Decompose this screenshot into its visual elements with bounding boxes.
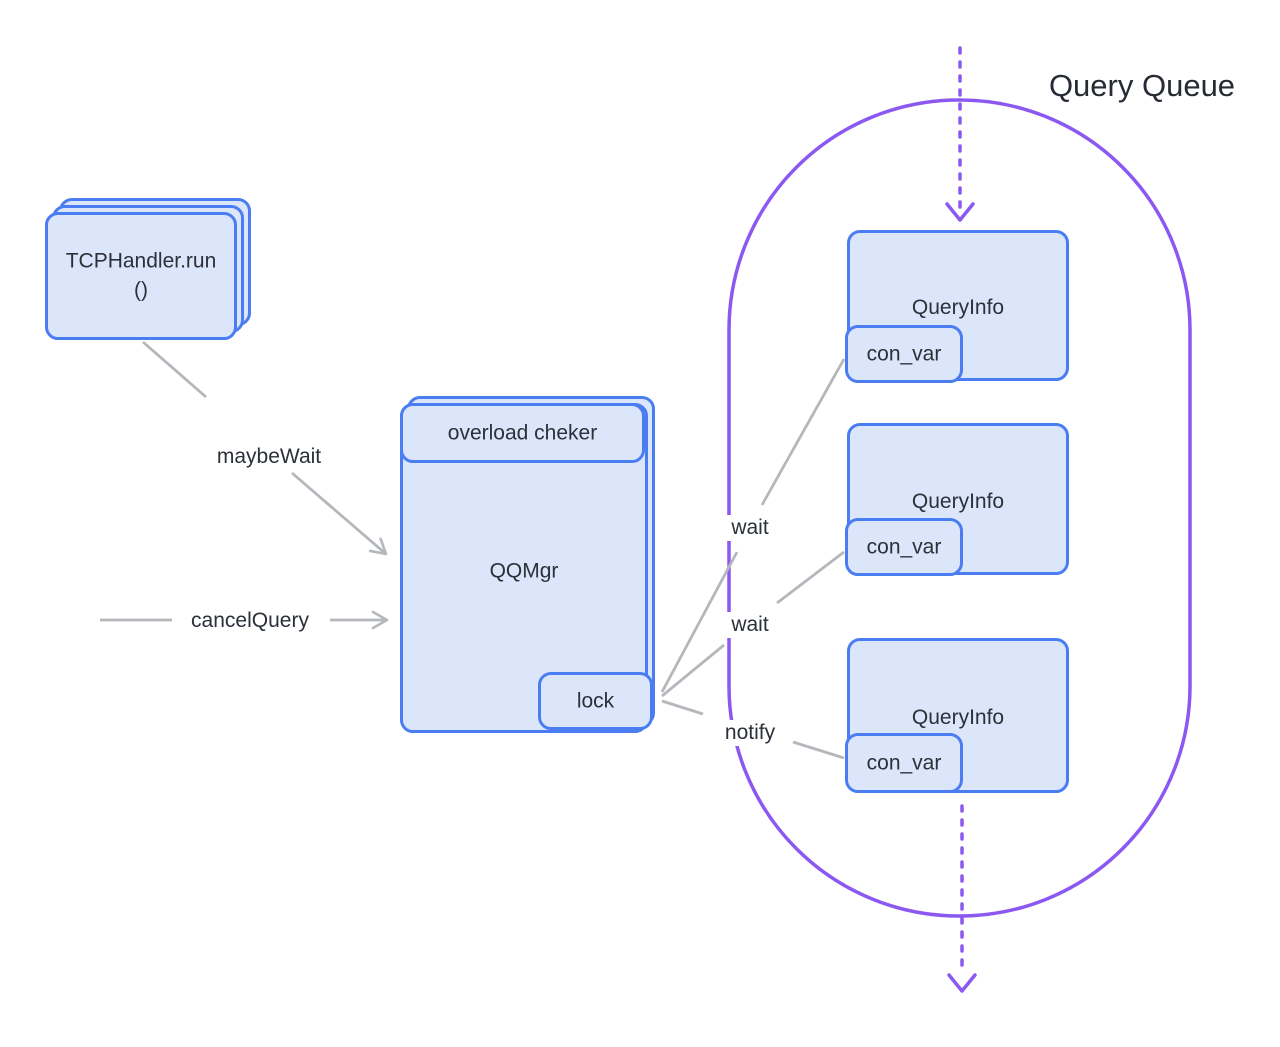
convar-label-3: con_var	[866, 751, 942, 775]
maybewait-edge-label: maybeWait	[211, 444, 327, 470]
lock-label: lock	[576, 689, 615, 713]
wait-top-edge-segment2	[760, 358, 846, 506]
wait-mid-edge-label: wait	[726, 612, 774, 638]
cancelquery-edge-label: cancelQuery	[186, 608, 314, 634]
queryinfo-label-1: QueryInfo	[911, 296, 1005, 320]
wait-mid-edge-segment1	[661, 643, 725, 698]
convar-node-1: con_var	[845, 325, 963, 383]
notify-edge-segment2	[792, 740, 845, 760]
wait-top-edge-segment1	[660, 551, 739, 693]
tcphandler-label-line2: ()	[134, 279, 148, 302]
notify-edge-label: notify	[719, 720, 781, 746]
queryinfo-label-2: QueryInfo	[911, 489, 1005, 513]
maybewait-edge-arrow	[291, 471, 388, 556]
convar-node-2: con_var	[845, 518, 963, 576]
queue-entry-arrowhead-icon	[945, 202, 975, 222]
convar-label-1: con_var	[866, 342, 942, 366]
tcphandler-node: TCPHandler.run ()	[45, 212, 237, 340]
tcphandler-label-line1: TCPHandler.run	[65, 249, 217, 273]
query-queue-outline	[727, 98, 1192, 918]
maybewait-edge-segment	[142, 340, 207, 399]
query-queue-title: Query Queue	[1048, 68, 1236, 103]
queryinfo-label-3: QueryInfo	[911, 706, 1005, 730]
notify-edge-segment1	[661, 699, 704, 716]
wait-top-edge-label: wait	[726, 515, 774, 541]
convar-node-3: con_var	[845, 733, 963, 793]
queue-exit-arrowhead-icon	[947, 973, 977, 993]
overload-checker-node: overload cheker	[400, 403, 645, 463]
overload-checker-label: overload cheker	[447, 421, 598, 445]
convar-label-2: con_var	[866, 535, 942, 559]
wait-mid-edge-segment2	[776, 550, 845, 605]
tcphandler-label: TCPHandler.run ()	[48, 247, 234, 306]
qqmgr-label: QQMgr	[489, 559, 559, 583]
lock-node: lock	[538, 672, 653, 730]
queryinfo-node-2: QueryInfo	[847, 423, 1069, 575]
